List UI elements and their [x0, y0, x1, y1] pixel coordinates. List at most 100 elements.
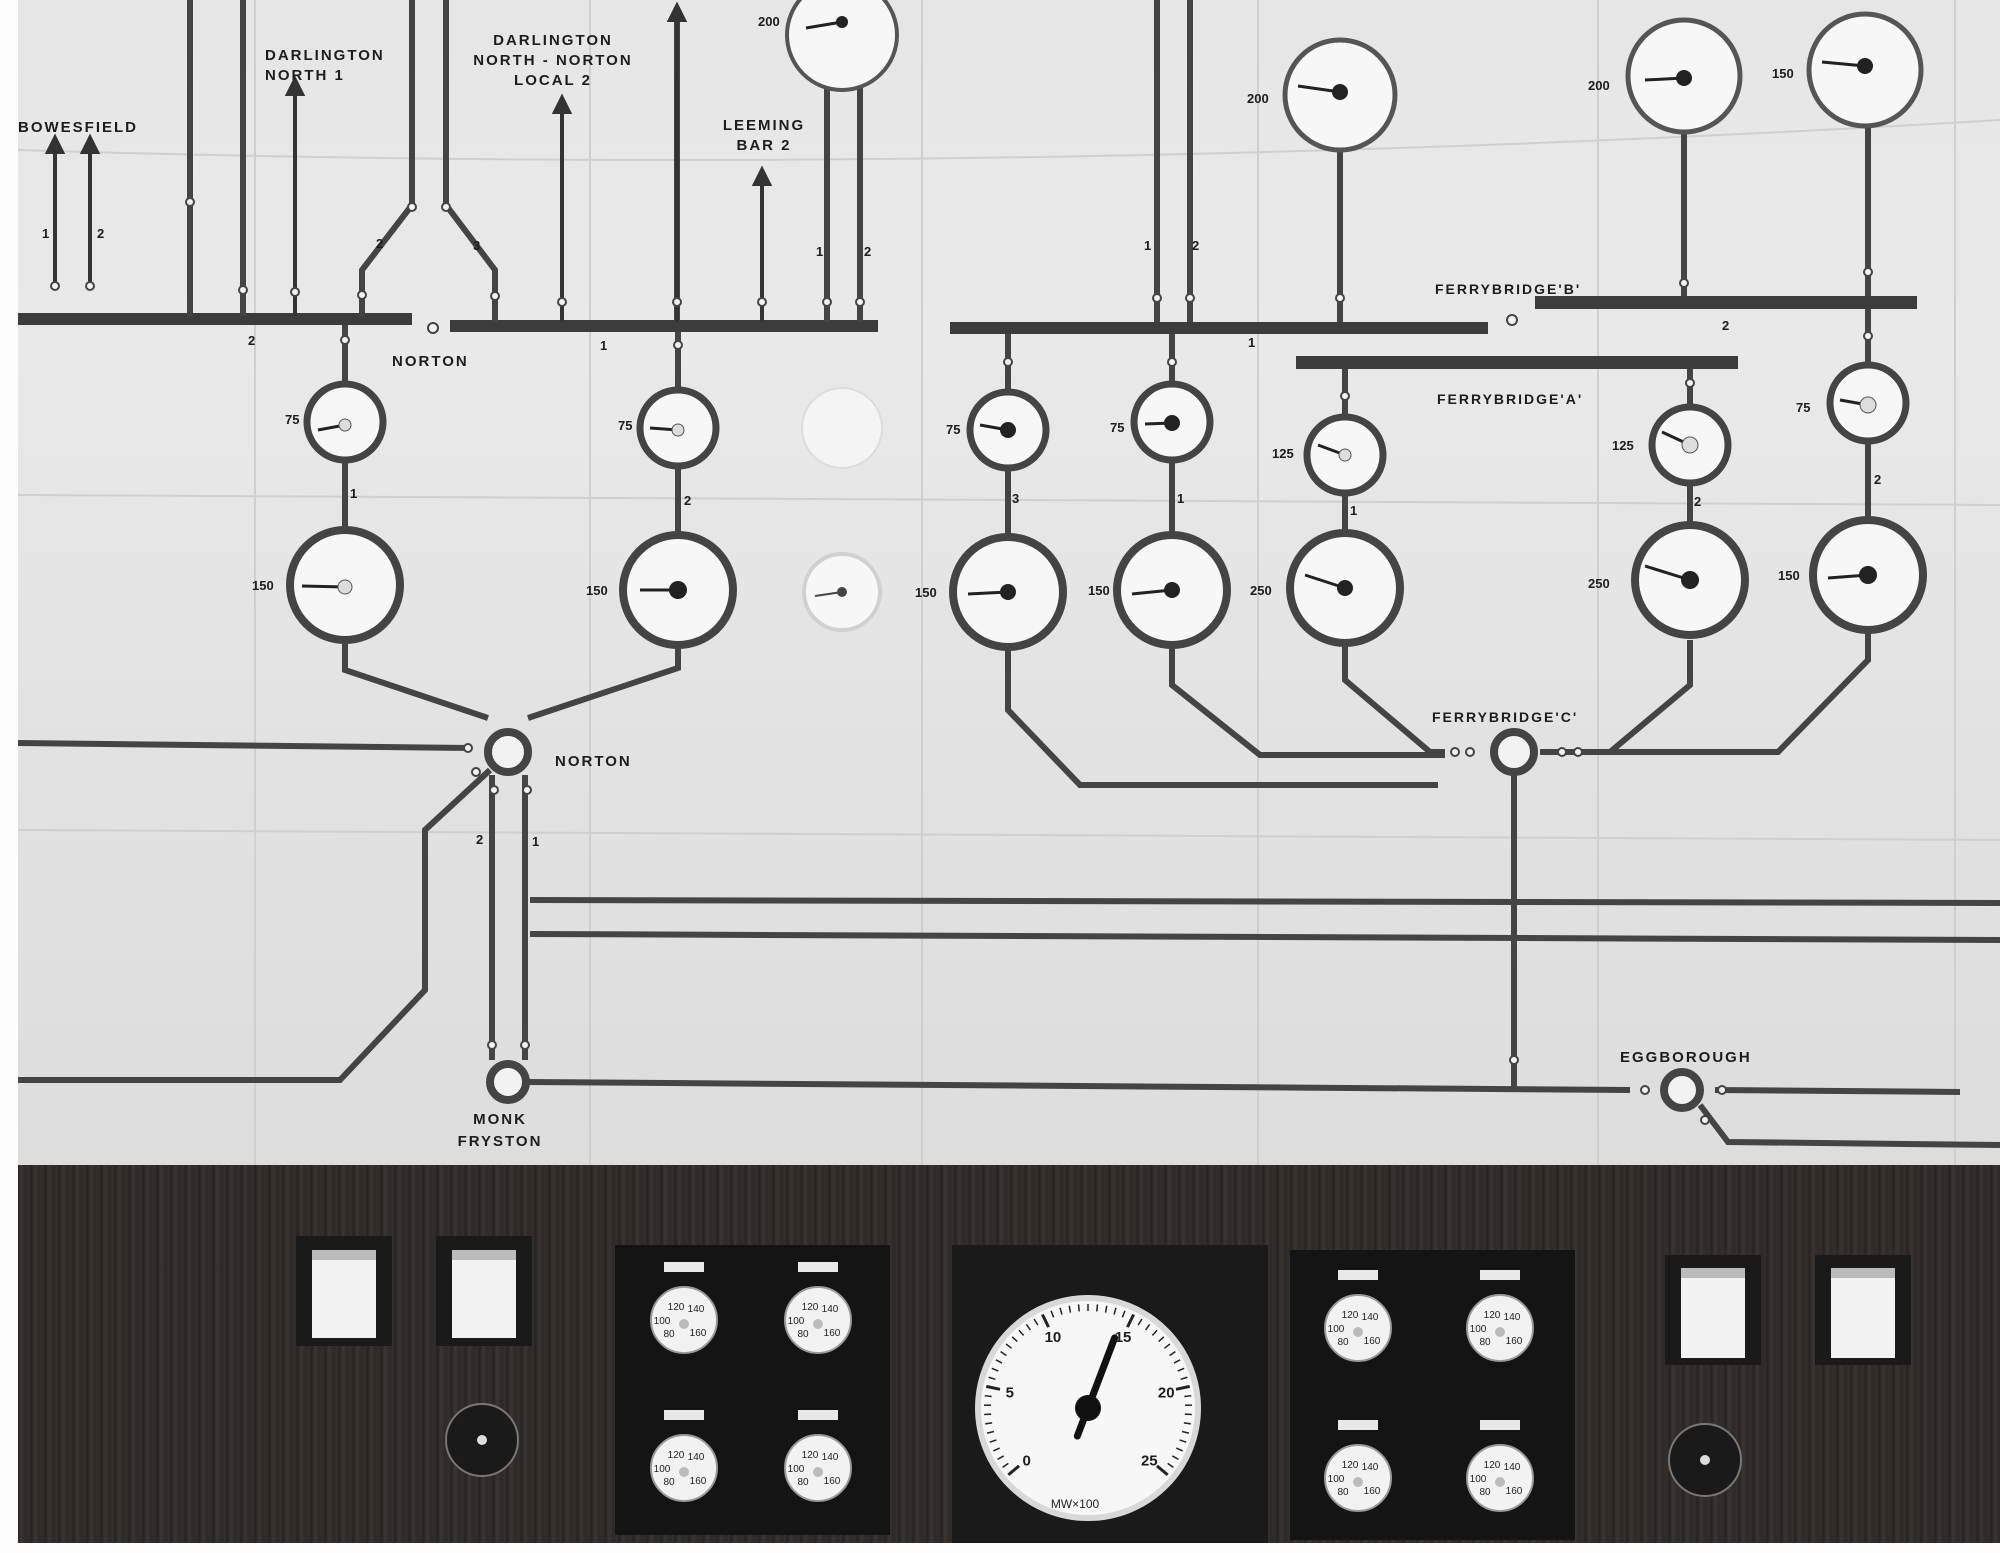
- gauge-tick: [997, 1455, 1005, 1461]
- small-gauge-tick-label: 160: [690, 1328, 707, 1339]
- gauge-tick: [1077, 1304, 1080, 1312]
- gauge-tick: [1175, 1384, 1191, 1391]
- meter-label: 150: [252, 578, 274, 593]
- small-gauge-tick-label: 80: [663, 1477, 675, 1488]
- small-gauge-tick-label: 120: [1484, 1310, 1501, 1321]
- arrow-icon: [666, 1, 688, 22]
- meter-label: 200: [1588, 78, 1610, 93]
- feeder-arrows: [44, 1, 773, 322]
- meter-top-150: [1806, 11, 1924, 129]
- gauge-tick: [1059, 1307, 1063, 1315]
- gauge-name-plate: [798, 1262, 838, 1272]
- selector-switch-1[interactable]: [445, 1403, 519, 1477]
- meter-fb-large-5: [1809, 516, 1927, 634]
- gauge-name-plate: [664, 1410, 704, 1420]
- small-gauge-tick-label: 80: [797, 1329, 809, 1340]
- terminal-dots: [50, 197, 1873, 1125]
- small-gauge-tick-label: 80: [1337, 1487, 1349, 1498]
- gauge-tick: [1000, 1351, 1007, 1357]
- meter-norton-large-1: [286, 526, 404, 644]
- line-number: 1: [1177, 491, 1184, 506]
- gauge-tick: [1011, 1336, 1018, 1343]
- substation-nodes: [484, 728, 1704, 1112]
- gauge-tick: [1163, 1343, 1171, 1349]
- selector-switch-2[interactable]: [1668, 1423, 1742, 1497]
- meter-fb-small-2: [1130, 380, 1214, 464]
- label-darlington-local-line3: LOCAL 2: [514, 72, 592, 89]
- label-darlington-north-1-line1: DARLINGTON: [265, 47, 385, 64]
- small-gauge-tick-label: 100: [1328, 1324, 1345, 1335]
- line-number: 1: [350, 486, 357, 501]
- small-gauge-tick-label: 120: [1484, 1460, 1501, 1471]
- meter-label: 150: [915, 585, 937, 600]
- gauge-tick: [992, 1447, 1000, 1452]
- label-norton-node: NORTON: [555, 753, 632, 770]
- line-number: 1: [816, 244, 823, 259]
- gauge-tick-label: 0: [1023, 1452, 1031, 1469]
- gauge-tick: [1121, 1310, 1126, 1318]
- gauge-tick: [1184, 1394, 1192, 1398]
- gauge-tick: [989, 1439, 997, 1443]
- meter-label: 150: [586, 583, 608, 598]
- meter-label: 150: [1772, 66, 1794, 81]
- meter-label: 75: [946, 422, 960, 437]
- gauge-tick: [1018, 1329, 1025, 1336]
- label-darlington-north-1-line2: NORTH 1: [265, 67, 345, 84]
- small-gauge-tick-label: 140: [822, 1304, 839, 1315]
- label-monk-fryston-line1: MONK: [473, 1111, 527, 1128]
- gauge-tick-label: 25: [1141, 1452, 1158, 1469]
- label-bowesfield: BOWESFIELD: [18, 119, 138, 136]
- small-gauge-tick-label: 80: [663, 1329, 675, 1340]
- small-gauge-tick-label: 160: [1506, 1486, 1523, 1497]
- small-gauge-tick-label: 160: [1364, 1336, 1381, 1347]
- gauge-tick: [1002, 1462, 1009, 1468]
- small-gauge-tick-label: 80: [1479, 1337, 1491, 1348]
- label-eggborough: EGGBOROUGH: [1620, 1049, 1752, 1066]
- arrow-icon: [551, 93, 573, 114]
- gauge-name-plate: [1480, 1270, 1520, 1280]
- meter-top-200-c: [1625, 17, 1743, 135]
- gauge-tick: [1113, 1307, 1117, 1315]
- gauge-tick-label: 5: [1006, 1384, 1014, 1401]
- gauge-tick: [1068, 1305, 1072, 1313]
- gauge-tick: [1179, 1439, 1187, 1443]
- line-number: 2: [1722, 318, 1729, 333]
- gauge-tick: [1033, 1318, 1039, 1326]
- board-labels: BOWESFIELD DARLINGTON NORTH 1 DARLINGTON…: [18, 32, 1752, 1150]
- line-number: 1: [532, 834, 539, 849]
- small-gauge-tick-label: 160: [824, 1476, 841, 1487]
- small-gauge-tick-label: 140: [1504, 1312, 1521, 1323]
- norton-busbar-2: [18, 313, 412, 325]
- line-number: 3: [473, 238, 480, 253]
- monk-fryston-node: [486, 1060, 530, 1104]
- small-gauge-tick-label: 80: [1337, 1337, 1349, 1348]
- gauge-tick: [1137, 1318, 1143, 1326]
- gauge-name-plate: [1338, 1420, 1378, 1430]
- meter-fb-small-3: [1303, 413, 1387, 497]
- meter-label: 75: [1110, 420, 1124, 435]
- line-number: 2: [97, 226, 104, 241]
- gauge-tick: [985, 1384, 1001, 1391]
- meter-top-200-b: [1282, 37, 1398, 153]
- meter-scale-labels: 200 200 200 150 75 75 150 150 75 75 125 …: [252, 14, 1810, 600]
- top-meters: [785, 0, 1924, 153]
- big-gauge-unit: MW×100: [1051, 1497, 1100, 1511]
- line-number: 3: [1012, 491, 1019, 506]
- gauge-name-plate: [798, 1410, 838, 1420]
- gauge-tick: [1169, 1351, 1176, 1357]
- small-gauge-tick-label: 140: [1362, 1462, 1379, 1473]
- line-number: 2: [1192, 238, 1199, 253]
- gauge-tick: [1104, 1305, 1108, 1313]
- arrow-icon: [79, 133, 101, 154]
- gauge-tick: [1151, 1329, 1158, 1336]
- meter-label: 150: [1778, 568, 1800, 583]
- meter-label: 125: [1612, 438, 1634, 453]
- label-darlington-local-line2: NORTH - NORTON: [473, 52, 632, 69]
- gauge-tick: [1176, 1447, 1184, 1452]
- gauge-tick: [1007, 1464, 1021, 1476]
